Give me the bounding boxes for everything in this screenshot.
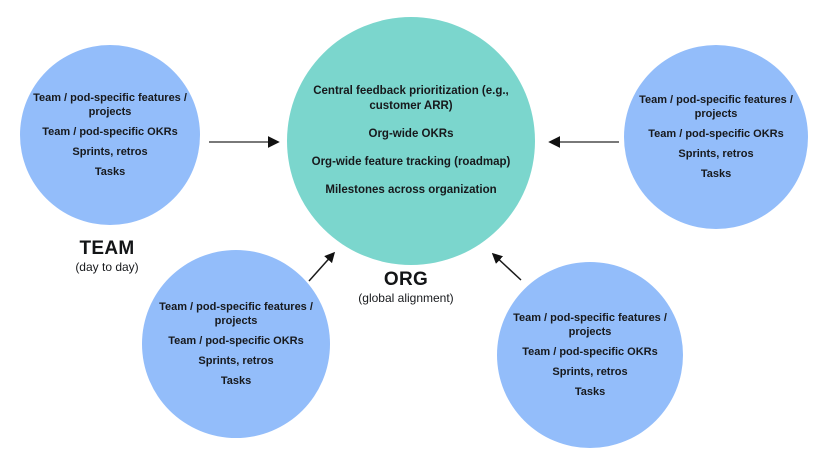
org-circle-item-milestones: Milestones across organization xyxy=(325,184,497,196)
team-item-features: Team / pod-specific features / projects xyxy=(513,312,667,338)
team-circle-top-left: Team / pod-specific features / projects … xyxy=(20,45,200,225)
arrow-team-bottom-right-to-org xyxy=(491,252,522,281)
org-circle-item-feedback: Central feedback prioritization (e.g., c… xyxy=(313,85,509,112)
team-circle-bottom-left: Team / pod-specific features / projects … xyxy=(142,250,330,438)
team-circle-top-right: Team / pod-specific features / projects … xyxy=(624,45,808,229)
team-item-tasks: Tasks xyxy=(94,166,126,178)
team-item-tasks: Tasks xyxy=(700,168,732,180)
org-circle-item-roadmap: Org-wide feature tracking (roadmap) xyxy=(311,156,511,168)
team-circle-top-left-items: Team / pod-specific features / projects … xyxy=(15,91,205,179)
team-circle-top-right-items: Team / pod-specific features / projects … xyxy=(621,93,811,181)
team-item-features: Team / pod-specific features / projects xyxy=(33,92,187,118)
team-item-okrs: Team / pod-specific OKRs xyxy=(648,128,784,140)
org-circle-items: Central feedback prioritization (e.g., c… xyxy=(297,84,525,198)
team-item-sprints: Sprints, retros xyxy=(552,366,628,378)
org-label: ORG xyxy=(383,269,429,290)
org-sublabel: (global alignment) xyxy=(358,291,454,305)
org-caption: ORG (global alignment) xyxy=(326,269,486,306)
team-item-okrs: Team / pod-specific OKRs xyxy=(522,346,658,358)
team-item-okrs: Team / pod-specific OKRs xyxy=(168,335,304,347)
team-circle-bottom-right-items: Team / pod-specific features / projects … xyxy=(495,311,685,399)
org-circle: Central feedback prioritization (e.g., c… xyxy=(287,17,535,265)
team-item-okrs: Team / pod-specific OKRs xyxy=(42,126,178,138)
team-item-sprints: Sprints, retros xyxy=(72,146,148,158)
team-item-tasks: Tasks xyxy=(220,375,252,387)
team-item-tasks: Tasks xyxy=(574,386,606,398)
org-circle-item-okrs: Org-wide OKRs xyxy=(368,128,454,140)
team-caption: TEAM (day to day) xyxy=(27,238,187,275)
team-label: TEAM xyxy=(79,238,135,259)
team-sublabel: (day to day) xyxy=(75,260,139,274)
team-item-features: Team / pod-specific features / projects xyxy=(159,301,313,327)
team-circle-bottom-right: Team / pod-specific features / projects … xyxy=(497,262,683,448)
team-item-sprints: Sprints, retros xyxy=(678,148,754,160)
team-item-features: Team / pod-specific features / projects xyxy=(639,94,793,120)
team-circle-bottom-left-items: Team / pod-specific features / projects … xyxy=(141,300,331,388)
team-item-sprints: Sprints, retros xyxy=(198,355,274,367)
